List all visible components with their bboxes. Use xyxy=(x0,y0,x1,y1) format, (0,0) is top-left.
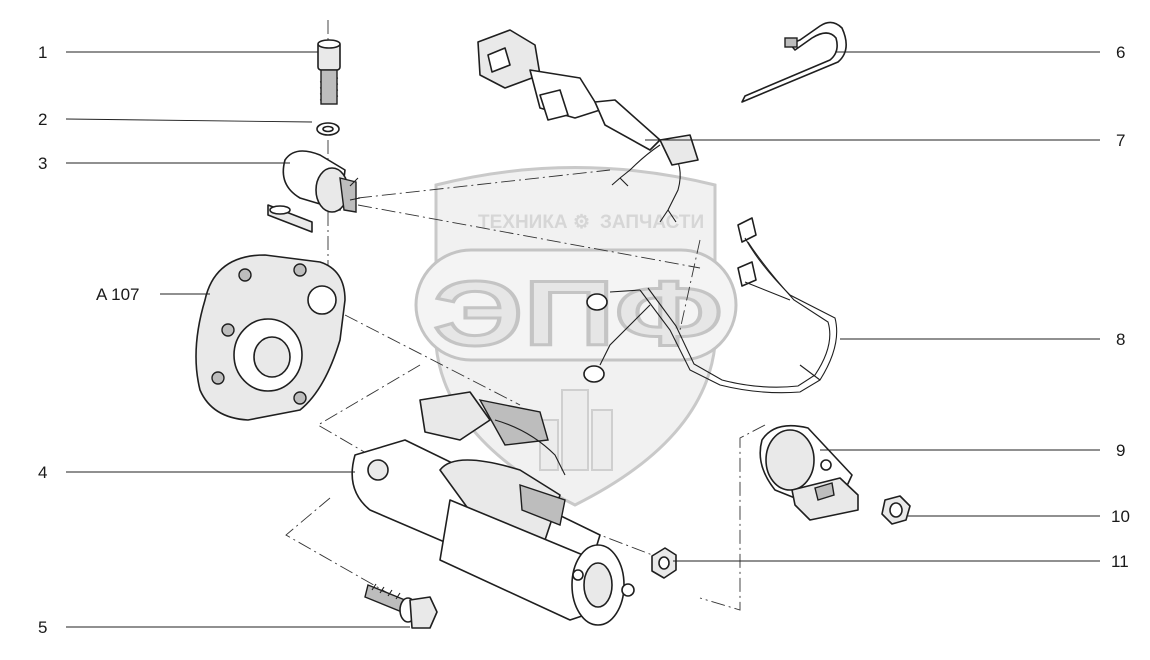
flywheel-housing-a107 xyxy=(195,254,346,421)
watermark: ТЕХНИКА ⚙ ЗАПЧАСТИ ЭПФ xyxy=(414,166,738,507)
flange-bolt-part-5 xyxy=(364,583,438,629)
svg-text:⚙: ⚙ xyxy=(573,212,590,233)
callout-7: 7 xyxy=(1116,131,1125,150)
nut-part-10 xyxy=(881,495,911,525)
leader-lines xyxy=(65,51,1100,628)
cable-tie-part-6 xyxy=(741,21,847,103)
watermark-logo-text: ЭПФ xyxy=(433,263,723,365)
callout-6: 6 xyxy=(1116,43,1125,62)
relay-part-3 xyxy=(267,150,361,233)
callout-1: 1 xyxy=(38,43,47,62)
callout-9: 9 xyxy=(1116,441,1125,460)
starter-motor-part-4 xyxy=(351,391,635,626)
bolt-part-1 xyxy=(317,39,341,105)
callout-labels: 1 2 3 A 107 4 5 6 7 8 9 10 11 xyxy=(38,43,1130,637)
callout-11: 11 xyxy=(1111,552,1129,571)
cable-set-part-8 xyxy=(583,217,838,394)
callout-8: 8 xyxy=(1116,330,1125,349)
callout-3: 3 xyxy=(38,154,47,173)
relay-part-9 xyxy=(759,424,859,521)
callout-a107: A 107 xyxy=(96,285,140,304)
washer-part-2 xyxy=(316,122,340,136)
callout-2: 2 xyxy=(38,110,47,129)
callout-5: 5 xyxy=(38,618,47,637)
nut-part-11 xyxy=(651,547,677,579)
watermark-building-icon xyxy=(539,389,613,471)
callout-10: 10 xyxy=(1111,507,1130,526)
callout-4: 4 xyxy=(38,463,47,482)
watermark-text-left: ТЕХНИКА xyxy=(478,212,568,233)
watermark-text-right: ЗАПЧАСТИ xyxy=(600,212,704,233)
wiring-harness-part-7 xyxy=(477,29,699,223)
